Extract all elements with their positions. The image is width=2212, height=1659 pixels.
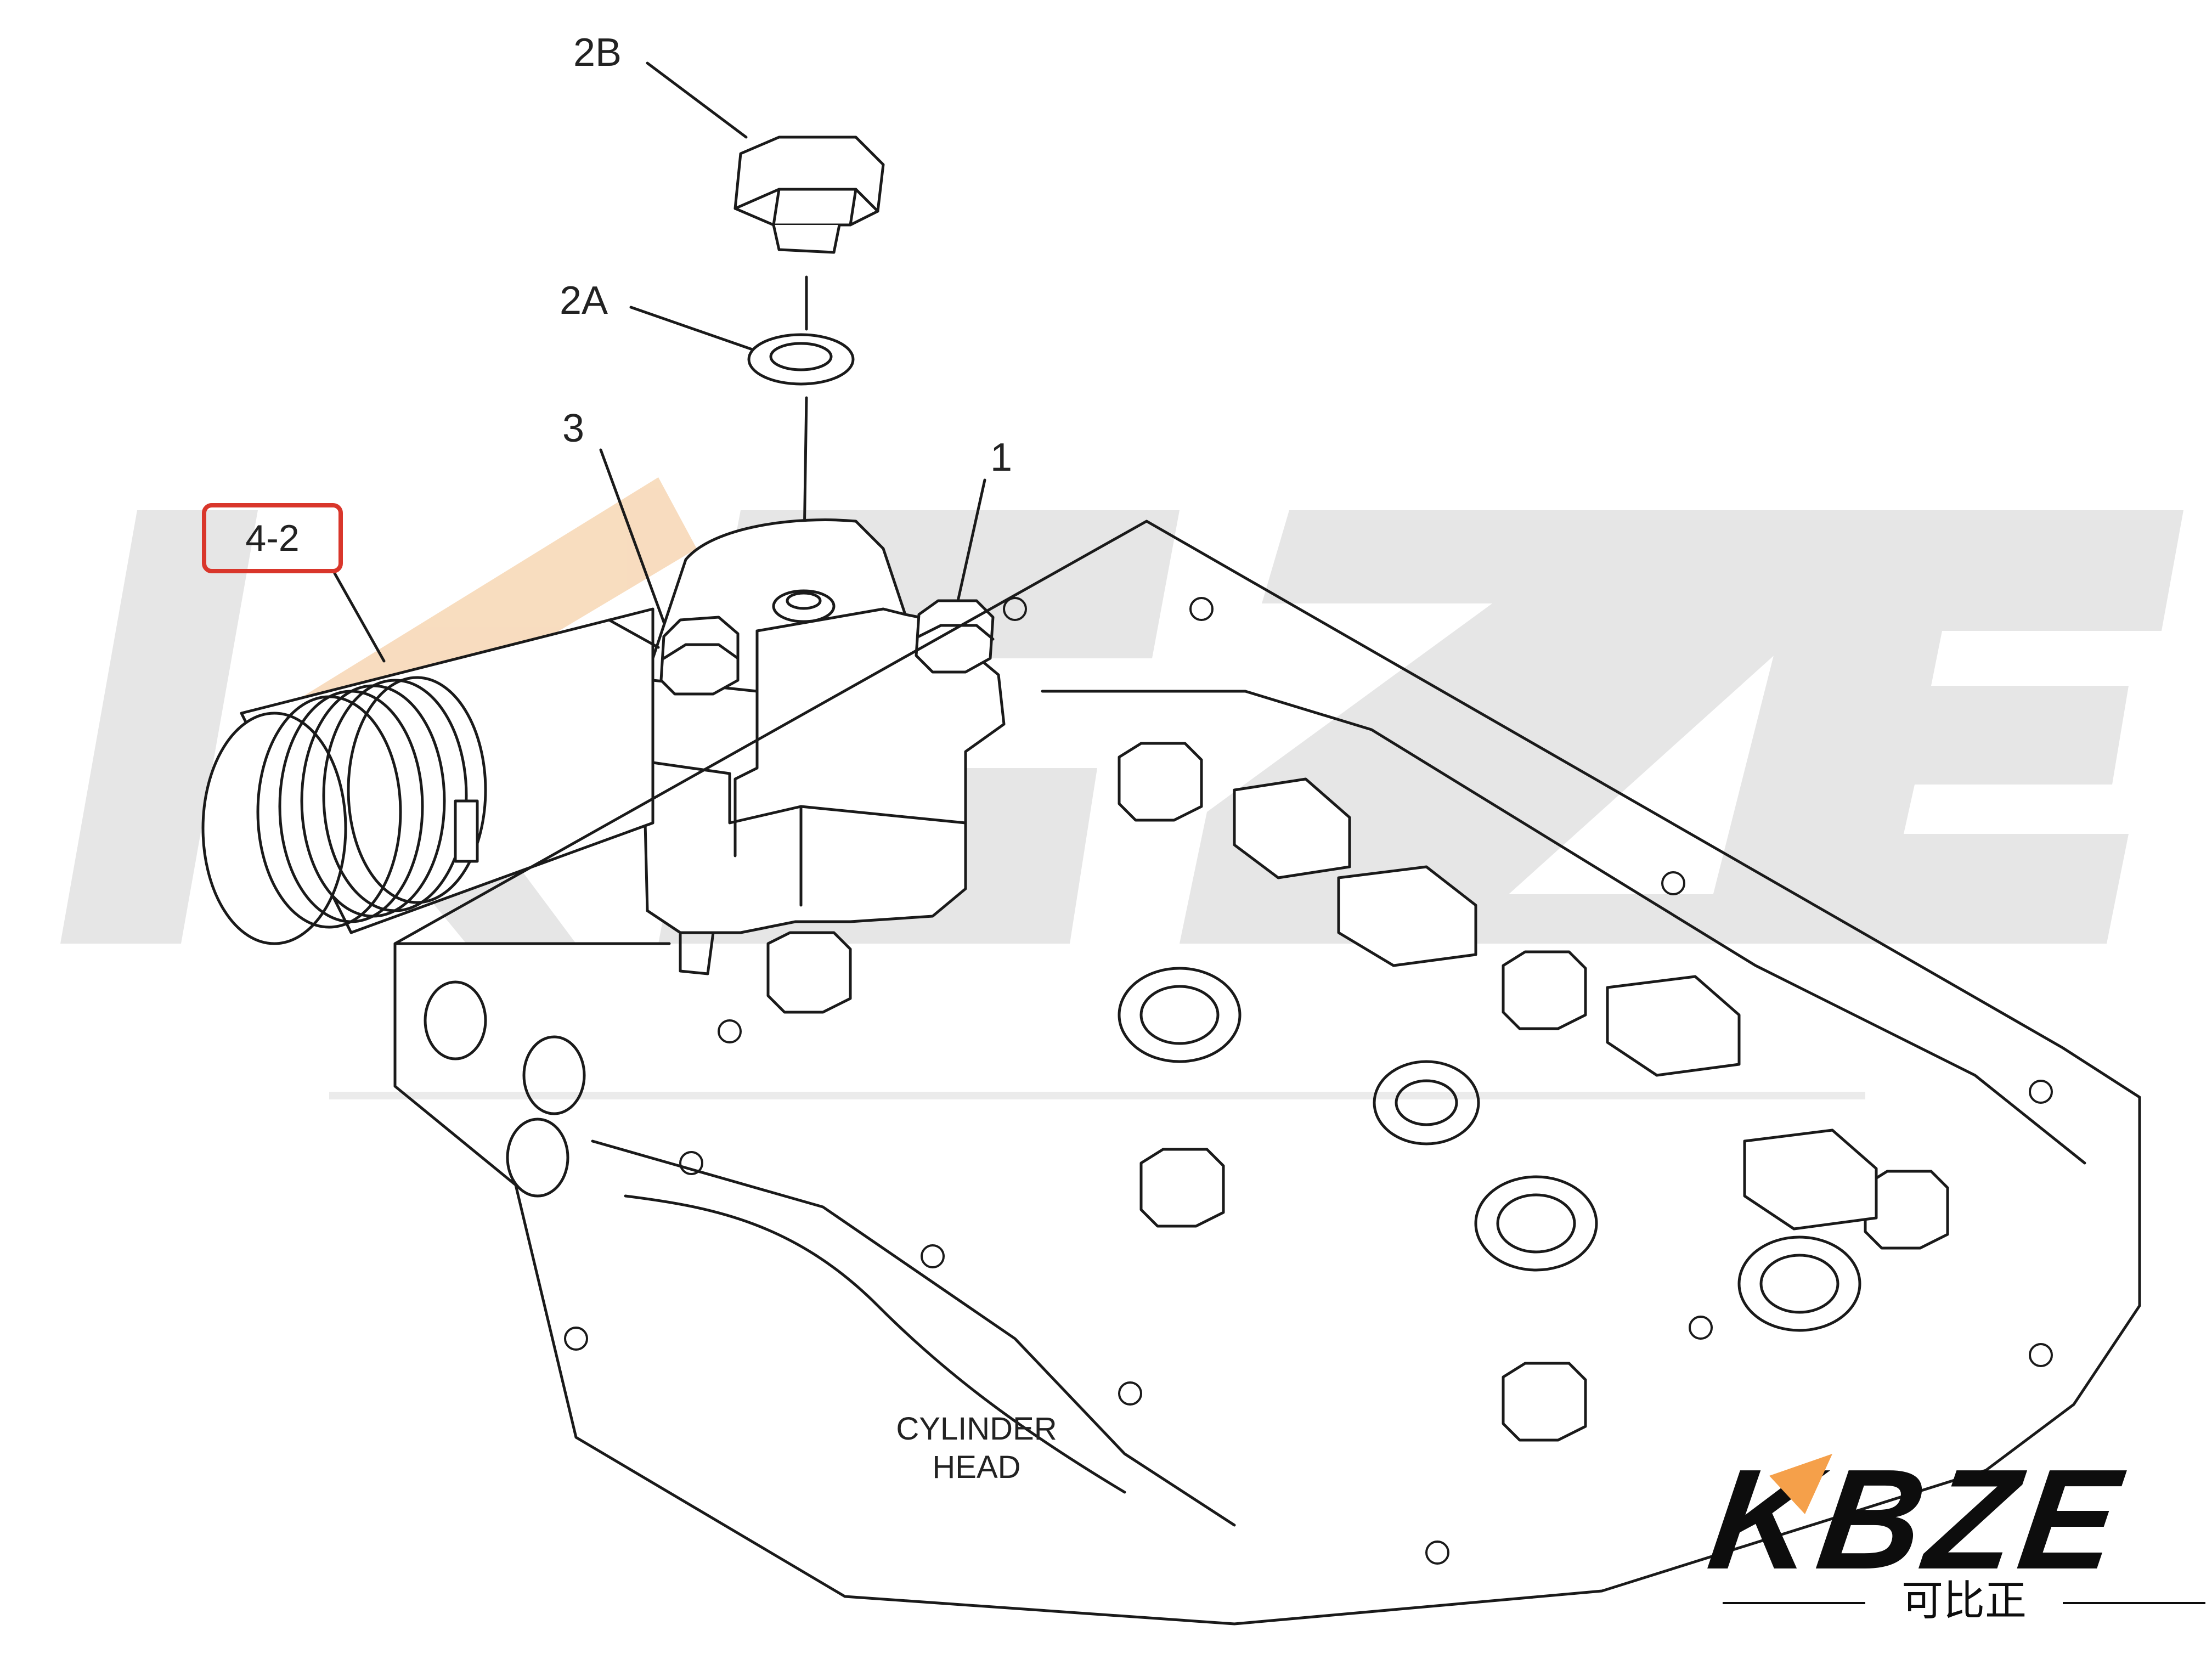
- callout-3: 3: [562, 407, 585, 450]
- logo-rule-right: [2063, 1602, 2205, 1604]
- bolt-holes: [564, 597, 2053, 1565]
- leader-2a: [629, 306, 759, 353]
- callout-4-2-highlighted: 4-2: [202, 503, 343, 573]
- plug-2b: [733, 136, 885, 331]
- tube-4-2: [201, 607, 660, 945]
- leader-4-2: [333, 572, 386, 663]
- washer-2a: [747, 333, 855, 578]
- callout-2b: 2B: [573, 31, 622, 75]
- cylinder-head: [393, 520, 2141, 1626]
- logo-text: KBZE: [1700, 1440, 2134, 1599]
- logo-rule-left: [1723, 1602, 1865, 1604]
- injector-bores: [1118, 967, 1861, 1332]
- head-bolts: [766, 742, 1949, 1442]
- callout-2a: 2A: [560, 279, 608, 323]
- leader-1: [956, 478, 986, 605]
- leader-2b: [646, 61, 748, 139]
- cylinder-head-label: CYLINDER HEAD: [896, 1411, 1057, 1485]
- leader-3: [599, 448, 674, 646]
- callout-1: 1: [990, 436, 1013, 479]
- logo-subtext: 可比正: [1901, 1576, 2027, 1625]
